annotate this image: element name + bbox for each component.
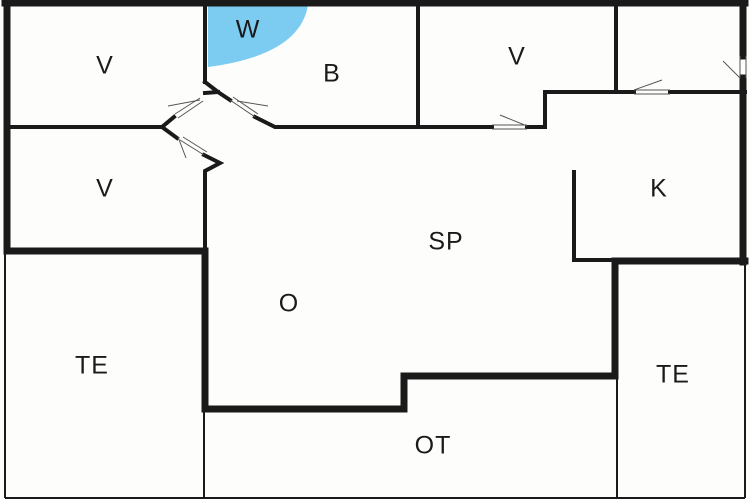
thick-walls	[1, 0, 749, 413]
wc-fixture-icon	[208, 5, 308, 67]
door-icons	[167, 56, 747, 159]
thin-walls	[4, 252, 746, 499]
interior-walls	[7, 3, 747, 262]
